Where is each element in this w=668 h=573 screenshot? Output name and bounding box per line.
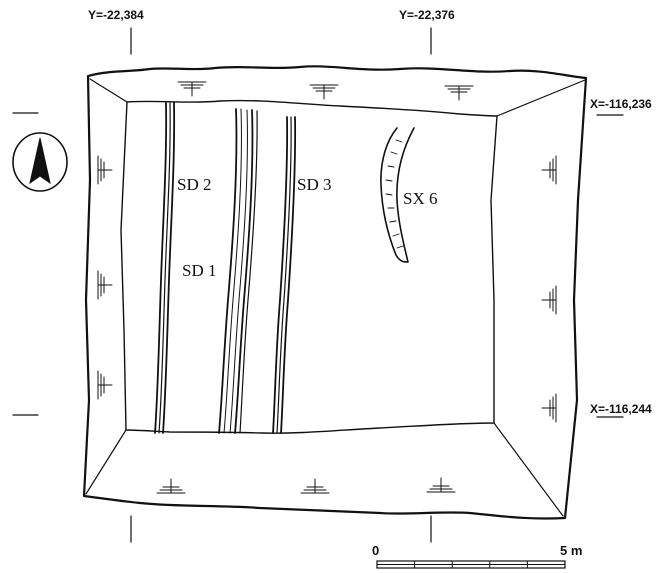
feature-label-sd2: SD 2 xyxy=(177,175,211,194)
ditch-sd2 xyxy=(154,102,176,434)
grid-label-y-left: Y=-22,384 xyxy=(88,8,144,22)
pit-sx6 xyxy=(380,127,415,263)
feature-label-sd1: SD 1 xyxy=(182,261,216,280)
ditch-sd3 xyxy=(272,116,297,434)
north-arrow-icon xyxy=(12,132,68,192)
slope-corner-lines xyxy=(85,78,586,517)
scale-bar-divisions xyxy=(414,561,528,568)
slope-symbols-right xyxy=(541,155,557,423)
scale-label-end: 5 m xyxy=(560,543,582,558)
trench-floor-edge xyxy=(120,99,498,434)
grid-label-x-top: X=-116,236 xyxy=(590,97,652,111)
scale-label-start: 0 xyxy=(372,543,379,558)
slope-symbols-left xyxy=(97,155,113,400)
grid-label-x-bottom: X=-116,244 xyxy=(590,402,652,416)
slope-symbols-bottom xyxy=(156,477,456,494)
scale-bar: 0 5 m xyxy=(372,543,582,569)
grid-label-y-right: Y=-22,376 xyxy=(399,8,455,22)
slope-symbols-top xyxy=(177,81,474,101)
feature-label-sd3: SD 3 xyxy=(297,175,331,194)
grid-ticks xyxy=(12,27,624,543)
feature-label-sx6: SX 6 xyxy=(403,189,437,208)
ditch-sd1 xyxy=(218,108,258,434)
trench-outer-edge xyxy=(82,65,588,520)
